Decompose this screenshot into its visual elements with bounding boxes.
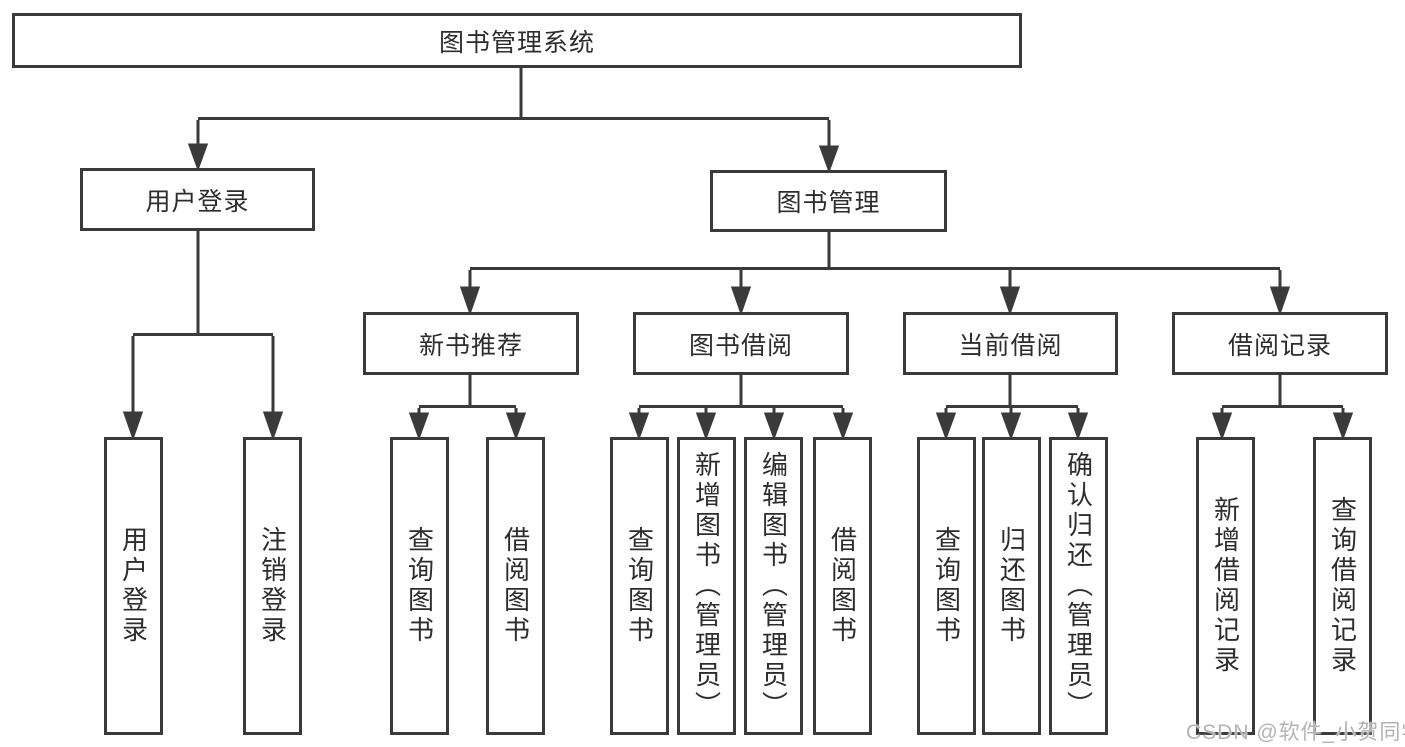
- leaf-label: 用户登录: [118, 526, 149, 646]
- leaf-label: 查询借阅记录: [1327, 496, 1358, 676]
- node-label: 当前借阅: [958, 331, 1063, 360]
- leaf-return-books: 归还图书: [982, 437, 1041, 735]
- node-user-login: 用户登录: [80, 168, 315, 231]
- leaf-edit-books-admin: 编辑图书（管理员）: [744, 437, 803, 735]
- node-book-borrow: 图书借阅: [633, 312, 849, 375]
- connector-book-borrow-children: [628, 375, 854, 441]
- leaf-label: 新增借阅记录: [1210, 496, 1241, 676]
- leaf-label: 查询图书: [931, 526, 962, 646]
- arrowhead-icon: [818, 145, 840, 174]
- leaf-label: 查询图书: [404, 526, 435, 646]
- leaf-add-books-admin: 新增图书（管理员）: [677, 437, 736, 735]
- arrowhead-icon: [935, 412, 957, 441]
- arrowhead-icon: [695, 412, 717, 441]
- connector-root-to-level2: [187, 68, 840, 174]
- leaf-label: 新增图书（管理员）: [691, 451, 722, 721]
- arrowhead-icon: [628, 412, 650, 441]
- node-new-book-recommend: 新书推荐: [363, 312, 579, 375]
- node-book-management: 图书管理: [710, 170, 947, 232]
- leaf-label: 归还图书: [996, 526, 1027, 646]
- leaf-label: 确认归还（管理员）: [1063, 451, 1094, 721]
- leaf-add-borrow-record: 新增借阅记录: [1196, 437, 1255, 735]
- node-label: 图书管理: [776, 189, 881, 217]
- leaf-borrow-books-recommend: 借阅图书: [486, 437, 545, 735]
- leaf-label: 注销登录: [257, 526, 288, 646]
- arrowhead-icon: [459, 286, 481, 316]
- node-label: 图书借阅: [688, 331, 793, 360]
- arrowhead-icon: [1000, 412, 1022, 441]
- csdn-watermark: CSDN @软件_小贺同学: [1186, 721, 1405, 744]
- arrowhead-icon: [730, 286, 752, 316]
- node-label: 图书管理系统: [438, 28, 595, 57]
- arrowhead-icon: [1211, 412, 1233, 441]
- leaf-label: 查询图书: [624, 526, 655, 646]
- arrowhead-icon: [408, 412, 430, 441]
- leaf-query-books-current: 查询图书: [917, 437, 976, 735]
- node-borrow-records: 借阅记录: [1172, 312, 1388, 375]
- arrowhead-icon: [832, 412, 854, 441]
- node-label: 借阅记录: [1227, 331, 1332, 360]
- leaf-query-borrow-record: 查询借阅记录: [1313, 437, 1372, 735]
- arrowhead-icon: [187, 143, 209, 172]
- connector-book-mgmt-children: [459, 232, 1291, 316]
- leaf-label: 编辑图书（管理员）: [758, 451, 789, 721]
- connector-current-borrow-children: [935, 375, 1089, 441]
- arrowhead-icon: [1067, 412, 1089, 441]
- arrowhead-icon: [999, 286, 1021, 316]
- leaf-query-books-borrow: 查询图书: [610, 437, 669, 735]
- node-label: 新书推荐: [418, 331, 523, 360]
- leaf-query-books-recommend: 查询图书: [390, 437, 449, 735]
- arrowhead-icon: [122, 411, 144, 441]
- leaf-confirm-return-admin: 确认归还（管理员）: [1049, 437, 1108, 735]
- leaf-borrow-books: 借阅图书: [813, 437, 872, 735]
- connector-borrow-records-children: [1211, 375, 1354, 441]
- connector-user-login-children: [122, 231, 284, 441]
- arrowhead-icon: [1269, 286, 1291, 316]
- node-current-borrow: 当前借阅: [903, 312, 1118, 375]
- leaf-user-login: 用户登录: [104, 437, 163, 735]
- node-library-system: 图书管理系统: [12, 13, 1022, 68]
- leaf-label: 借阅图书: [827, 526, 858, 646]
- arrowhead-icon: [763, 412, 785, 441]
- node-label: 用户登录: [145, 187, 250, 216]
- leaf-label: 借阅图书: [500, 526, 531, 646]
- connector-new-book-rec-children: [408, 375, 527, 441]
- arrowhead-icon: [262, 411, 284, 441]
- arrowhead-icon: [1332, 412, 1354, 441]
- leaf-logout: 注销登录: [243, 437, 302, 735]
- arrowhead-icon: [505, 412, 527, 441]
